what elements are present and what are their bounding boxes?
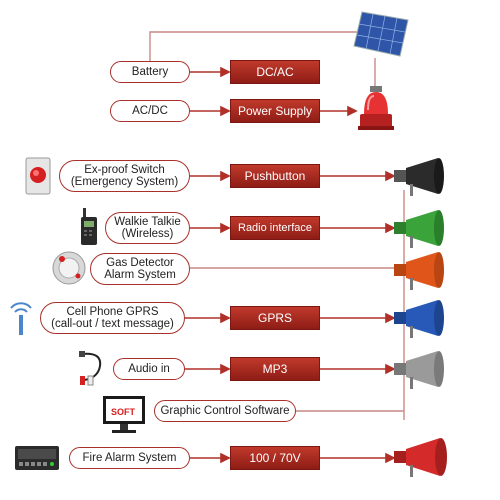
exproof-line1: Ex-proof Switch [84, 164, 165, 176]
grey-horn-speaker-icon [394, 351, 444, 389]
acdc-pill: AC/DC [110, 100, 190, 122]
gprs-module: GPRS [230, 306, 320, 330]
gas-detector-pill: Gas Detector Alarm System [90, 253, 190, 285]
voltage-module: 100 / 70V [230, 446, 320, 470]
walkie-line1: Walkie Talkie [114, 216, 181, 228]
orange-horn-speaker-icon [394, 252, 444, 290]
mp3-module: MP3 [230, 357, 320, 381]
radio-interface-module: Radio interface [230, 216, 320, 240]
gprs-line2: (call-out / text message) [51, 318, 174, 330]
blue-horn-speaker-icon [394, 300, 444, 338]
gas-line1: Gas Detector [106, 257, 174, 269]
pushbutton-module: Pushbutton [230, 164, 320, 188]
fire-alarm-pill: Fire Alarm System [69, 447, 190, 469]
green-horn-speaker-icon [394, 210, 444, 248]
dcac-module: DC/AC [230, 60, 320, 84]
walkie-line2: (Wireless) [121, 228, 174, 240]
audio-cable-icon [79, 351, 102, 386]
software-pill: Graphic Control Software [154, 400, 296, 422]
audio-in-pill: Audio in [113, 358, 185, 380]
emergency-button-icon [25, 157, 51, 195]
fire-panel-icon [15, 446, 59, 470]
monitor-icon: SOFT [103, 396, 145, 433]
walkie-talkie-pill: Walkie Talkie (Wireless) [105, 212, 190, 244]
soft-logo: SOFT [111, 407, 136, 417]
signal-waves-icon [10, 302, 32, 335]
gas-detector-icon [52, 251, 86, 285]
gprs-pill: Cell Phone GPRS (call-out / text message… [40, 302, 185, 334]
battery-pill: Battery [110, 61, 190, 83]
gprs-line1: Cell Phone GPRS [66, 306, 159, 318]
beacon-light-icon [358, 86, 394, 130]
walkie-talkie-icon [81, 208, 97, 245]
exproof-switch-pill: Ex-proof Switch (Emergency System) [59, 160, 190, 192]
power-supply-module: Power Supply [230, 99, 320, 123]
exproof-line2: (Emergency System) [70, 176, 179, 188]
solar-panel-icon [353, 11, 409, 57]
red-horn-speaker-icon [394, 438, 447, 477]
black-horn-speaker-icon [394, 158, 444, 196]
gas-line2: Alarm System [104, 269, 176, 281]
